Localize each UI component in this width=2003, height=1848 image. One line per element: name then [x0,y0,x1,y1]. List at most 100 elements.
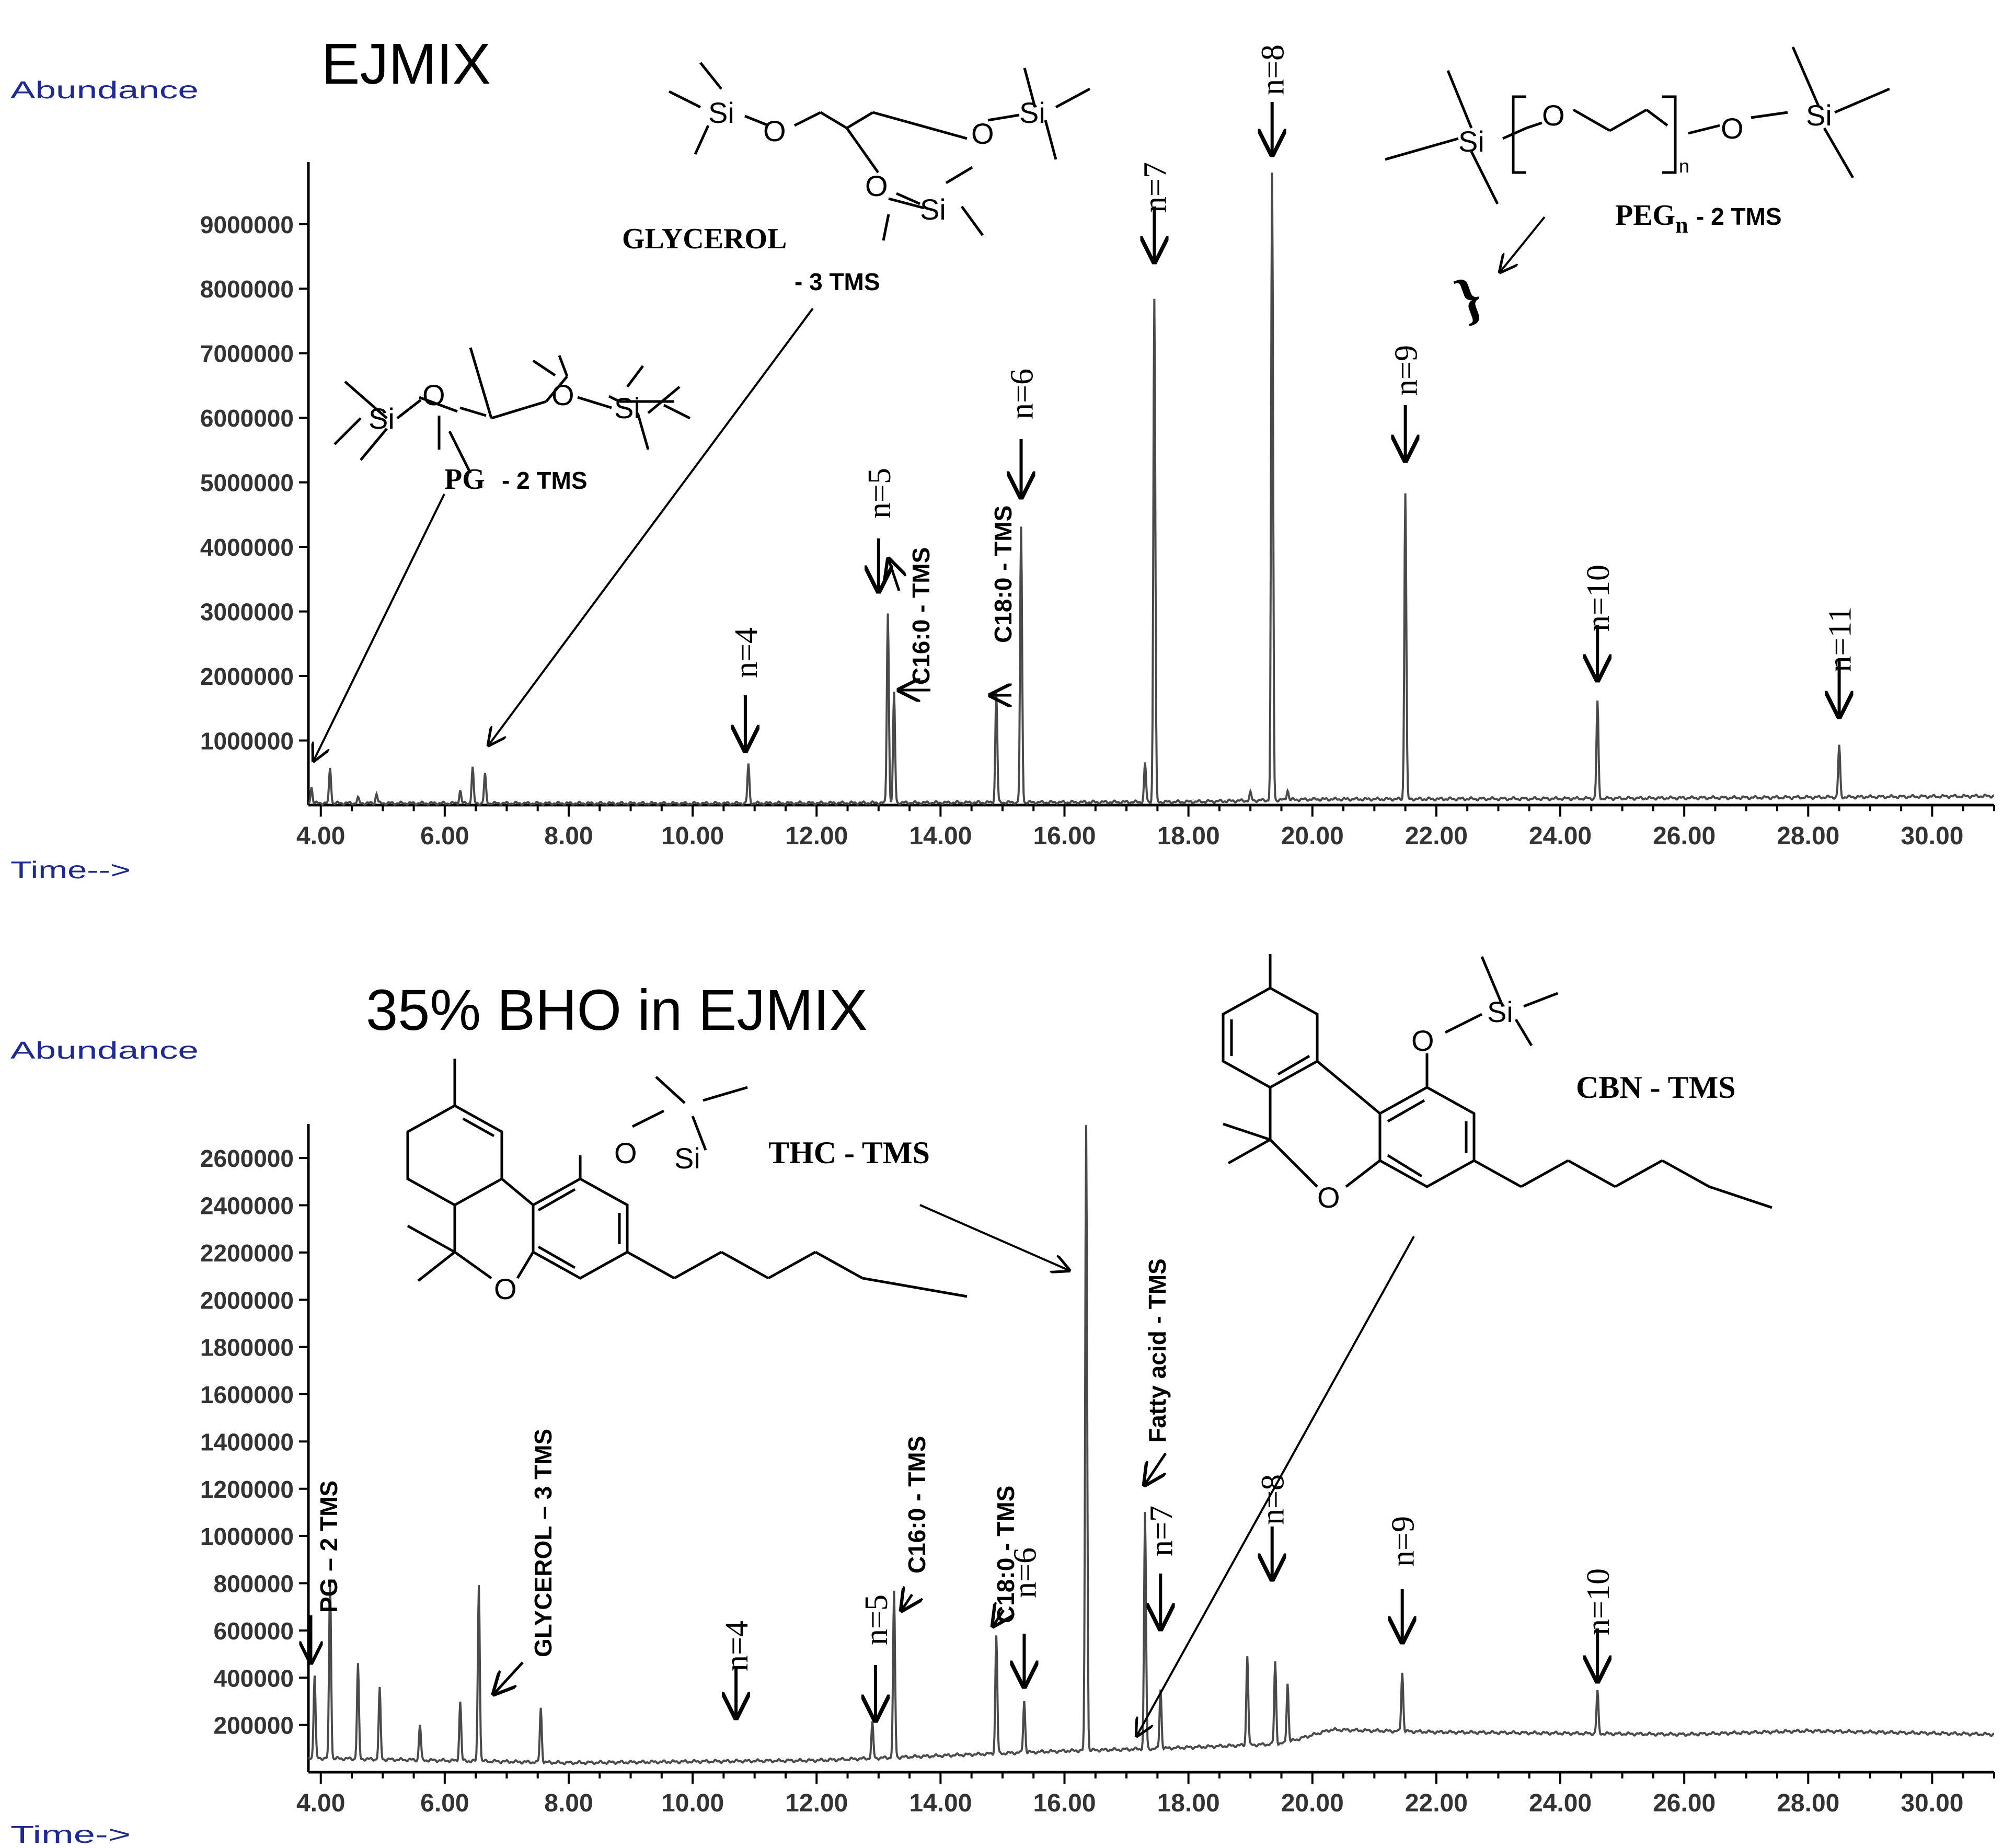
glycerol-label: GLYCEROL – 3 TMS [529,1429,557,1657]
peg-arrow [1500,216,1546,272]
y-tick-label: 1000000 [200,728,294,755]
x-tick-label: 20.00 [1281,1789,1344,1817]
peg-atom-o2: O [1721,112,1744,145]
pg-label: PG – 2 TMS [315,1480,342,1613]
y-tick-label: 9000000 [200,211,294,238]
y-tick-label: 8000000 [200,276,294,303]
peak-label: n=10 [1581,1568,1616,1635]
y-tick-label: 4000000 [200,534,294,561]
x-axis-label: Time-> [10,1821,131,1848]
x-tick-label: 28.00 [1777,822,1839,850]
x-tick-label: 20.00 [1281,822,1344,850]
glycerol-suffix: - 3 TMS [795,268,880,295]
glycerol-atom-si3: Si [920,193,946,226]
peak-annotations: n=4n=5n=6n=7n=8n=9n=10n=11 [729,44,1858,750]
peak-label: n=7 [1137,162,1173,213]
pg-label: PG [444,463,485,496]
thc-label: THC - TMS [768,1135,930,1170]
fatty-acid-label: Fatty acid - TMS [1144,1258,1171,1443]
y-tick-label: 1800000 [200,1334,294,1361]
x-tick-label: 26.00 [1653,822,1716,850]
x-tick-label: 12.00 [785,822,848,850]
cbn-atom-o2: O [1317,1181,1340,1214]
pg-atom-si2: Si [614,392,640,424]
y-tick-label: 2400000 [200,1192,294,1220]
y-tick-label: 200000 [214,1712,294,1739]
y-axis-label: Abundance [10,1037,199,1064]
cbn-atom-o1: O [1411,1024,1434,1057]
peak-annotations: n=4n=5n=6n=7n=8n=9n=10 [311,1452,1616,1720]
x-tick-label: 10.00 [661,1789,724,1817]
trace-line [307,1125,1994,1765]
x-tick-label: 22.00 [1405,1789,1468,1817]
thc-atom-o1: O [614,1137,637,1169]
chart-title: 35% BHO in EJMIX [366,978,868,1042]
peak-label: n=4 [729,627,764,678]
y-tick-label: 400000 [214,1665,294,1692]
x-tick-label: 14.00 [909,822,972,850]
y-tick-label: 2200000 [200,1239,294,1267]
peak-label: n=9 [1386,1516,1421,1567]
glycerol-atom-o1: O [763,114,786,147]
panel-bho-in-ejmix: 35% BHO in EJMIX Abundance Time-> 200000… [10,954,1995,1848]
pg-arrow [314,493,445,761]
y-tick-label: 6000000 [200,405,294,432]
label-arrow [993,1610,1004,1626]
cbn-atom-si: Si [1487,995,1513,1028]
panel-ejmix: EJMIX Abundance Time--> 1000000200000030… [10,32,1995,883]
y-tick-label: 7000000 [200,340,294,368]
cbn-label: CBN - TMS [1576,1070,1736,1105]
x-tick-label: 18.00 [1157,822,1220,850]
x-tick-label: 22.00 [1405,822,1468,850]
glycerol-structure [668,62,1091,241]
y-tick-label: 2000000 [200,663,294,690]
c18-label: C18:0 - TMS [989,506,1017,643]
label-arrow [902,1594,912,1610]
x-tick-label: 16.00 [1033,1789,1096,1817]
peg-structure [1385,47,1890,205]
glycerol-atom-o2: O [971,117,994,150]
peak-label: n=5 [862,468,897,519]
x-tick-label: 26.00 [1653,1789,1716,1817]
peak-label: n=6 [1007,1547,1043,1598]
y-tick-label: 5000000 [200,469,294,497]
cbn-structure [1222,954,1772,1209]
x-tick-label: 16.00 [1033,822,1096,850]
peak-label: n=4 [719,1621,755,1671]
c16-label: C16:0 - TMS [903,1436,930,1574]
chromatogram-trace [307,1125,1994,1765]
peg-atom-n: n [1679,155,1689,177]
y-tick-label: 2600000 [200,1145,294,1172]
x-tick-label: 4.00 [296,822,345,850]
y-axis-label: Abundance [10,76,199,104]
x-tick-label: 6.00 [420,822,469,850]
axes: 2000004000006000008000001000000120000014… [200,1124,1995,1817]
pg-bonds-extra [344,381,681,461]
c16-label: C16:0 - TMS [907,547,935,685]
x-tick-label: 14.00 [909,1789,972,1817]
peak-label: n=6 [1005,369,1040,419]
peak-label: n=10 [1581,565,1616,632]
x-tick-label: 10.00 [661,822,724,850]
peak-label: n=11 [1823,606,1858,672]
thc-atom-o2: O [494,1272,517,1305]
y-tick-label: 1400000 [200,1428,294,1455]
x-tick-label: 24.00 [1529,822,1592,850]
peg-atom-si2: Si [1806,99,1832,132]
x-tick-label: 4.00 [296,1789,345,1817]
label-arrow [1145,1452,1167,1485]
pg-atom-o2: O [551,378,574,411]
x-axis-label: Time--> [10,856,131,883]
peg-suffix: - 2 TMS [1696,203,1782,230]
glycerol-label: GLYCEROL [622,223,787,255]
peg-atom-si1: Si [1458,125,1484,158]
x-tick-label: 24.00 [1529,1789,1592,1817]
axes: 1000000200000030000004000000500000060000… [200,162,1995,850]
thc-atom-si: Si [674,1142,700,1175]
chart-title: EJMIX [321,32,491,96]
x-tick-label: 8.00 [544,822,593,850]
y-tick-label: 600000 [214,1617,294,1645]
peg-label: PEGn [1615,199,1688,238]
x-tick-label: 6.00 [420,1789,469,1817]
